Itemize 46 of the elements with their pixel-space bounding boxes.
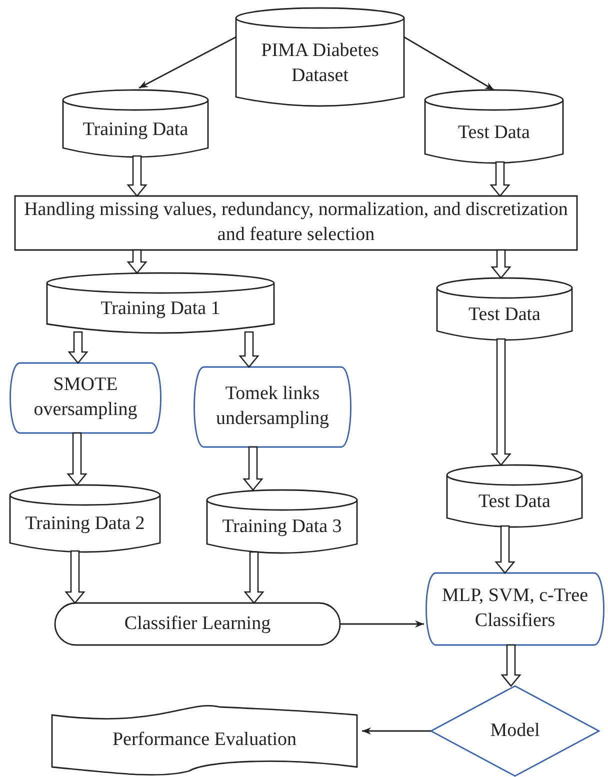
process-shape — [192, 367, 353, 447]
arrow — [340, 620, 424, 628]
arrow — [138, 36, 236, 89]
hollow-arrow — [64, 550, 86, 604]
node-label: Test Data — [468, 302, 540, 327]
hollow-arrow — [494, 525, 516, 574]
node-label: Training Data 3 — [222, 515, 342, 540]
database-cylinder — [447, 465, 582, 527]
node-label: SMOTE oversampling — [32, 373, 138, 422]
hollow-arrow — [244, 551, 264, 604]
hollow-arrow — [126, 155, 148, 198]
node-label: Model — [490, 718, 540, 743]
hollow-arrow — [500, 644, 522, 688]
node-label: Training Data 1 — [100, 296, 220, 321]
node-label: Tomek links undersampling — [215, 382, 330, 431]
node-label: MLP, SVM, c-Tree Classifiers — [440, 584, 590, 633]
arrow — [404, 36, 494, 91]
process-terminal — [55, 603, 340, 645]
node-label: Training Data — [82, 118, 188, 142]
node-label: Performance Evaluation — [112, 728, 297, 752]
process-shape — [8, 363, 163, 433]
hollow-arrow — [242, 446, 264, 492]
database-cylinder — [437, 278, 572, 340]
database-cylinder — [425, 90, 563, 163]
database-cylinder — [236, 8, 404, 106]
database-cylinder — [207, 490, 357, 553]
database-cylinder — [10, 485, 160, 552]
hollow-arrow — [66, 432, 88, 486]
hollow-arrow — [490, 338, 512, 466]
node-label: Classifier Learning — [124, 612, 271, 636]
process-shape — [424, 573, 606, 645]
node-label: Training Data 2 — [25, 512, 145, 536]
node-label: Handling missing values, redundancy, normalization, and discretization and feature selection — [23, 198, 569, 247]
database-cylinder — [47, 273, 274, 333]
node-label: PIMA Diabetes Dataset — [260, 39, 380, 88]
database-cylinder — [63, 90, 208, 157]
decision-diamond — [431, 686, 599, 776]
hollow-arrow — [126, 249, 148, 274]
arrow — [362, 727, 431, 735]
hollow-arrow — [490, 249, 512, 280]
hollow-arrow — [238, 331, 260, 368]
document-shape — [52, 705, 357, 775]
node-label: Test Data — [458, 121, 530, 146]
hollow-arrow — [490, 161, 510, 198]
node-label: Test Data — [478, 490, 550, 514]
hollow-arrow — [68, 331, 88, 364]
